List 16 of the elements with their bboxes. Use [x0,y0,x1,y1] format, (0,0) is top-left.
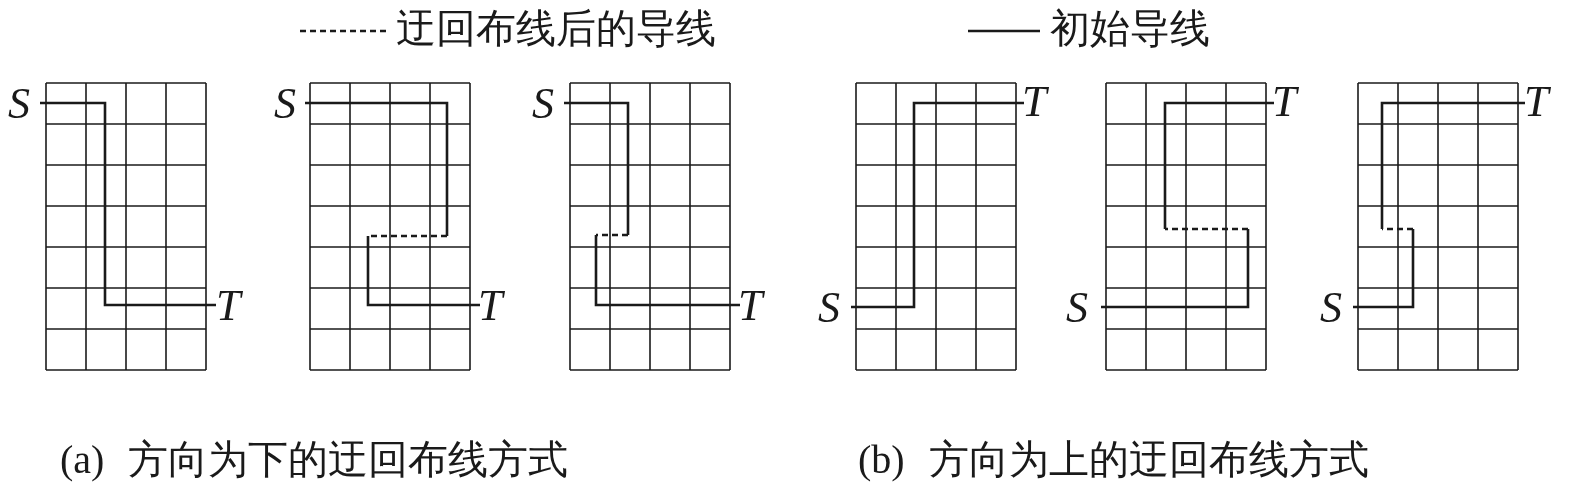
terminal-label: T [738,284,763,328]
terminal-label: S [532,82,554,126]
terminal-label: T [478,284,503,328]
terminal-label: T [1524,80,1549,124]
legend-text: 迂回布线后的导线 [396,9,716,49]
terminal-label: S [1066,286,1088,330]
terminal-label: S [818,286,840,330]
panel-caption: (b) 方向为上的迂回布线方式 [858,440,1369,480]
terminal-label: T [216,284,241,328]
terminal-label: T [1272,80,1297,124]
panel-caption: (a) 方向为下的迂回布线方式 [60,440,569,480]
terminal-label: T [1022,80,1047,124]
terminal-label: S [1320,286,1342,330]
legend-text: 初始导线 [1050,9,1210,49]
terminal-label: S [8,82,30,126]
terminal-label: S [274,82,296,126]
